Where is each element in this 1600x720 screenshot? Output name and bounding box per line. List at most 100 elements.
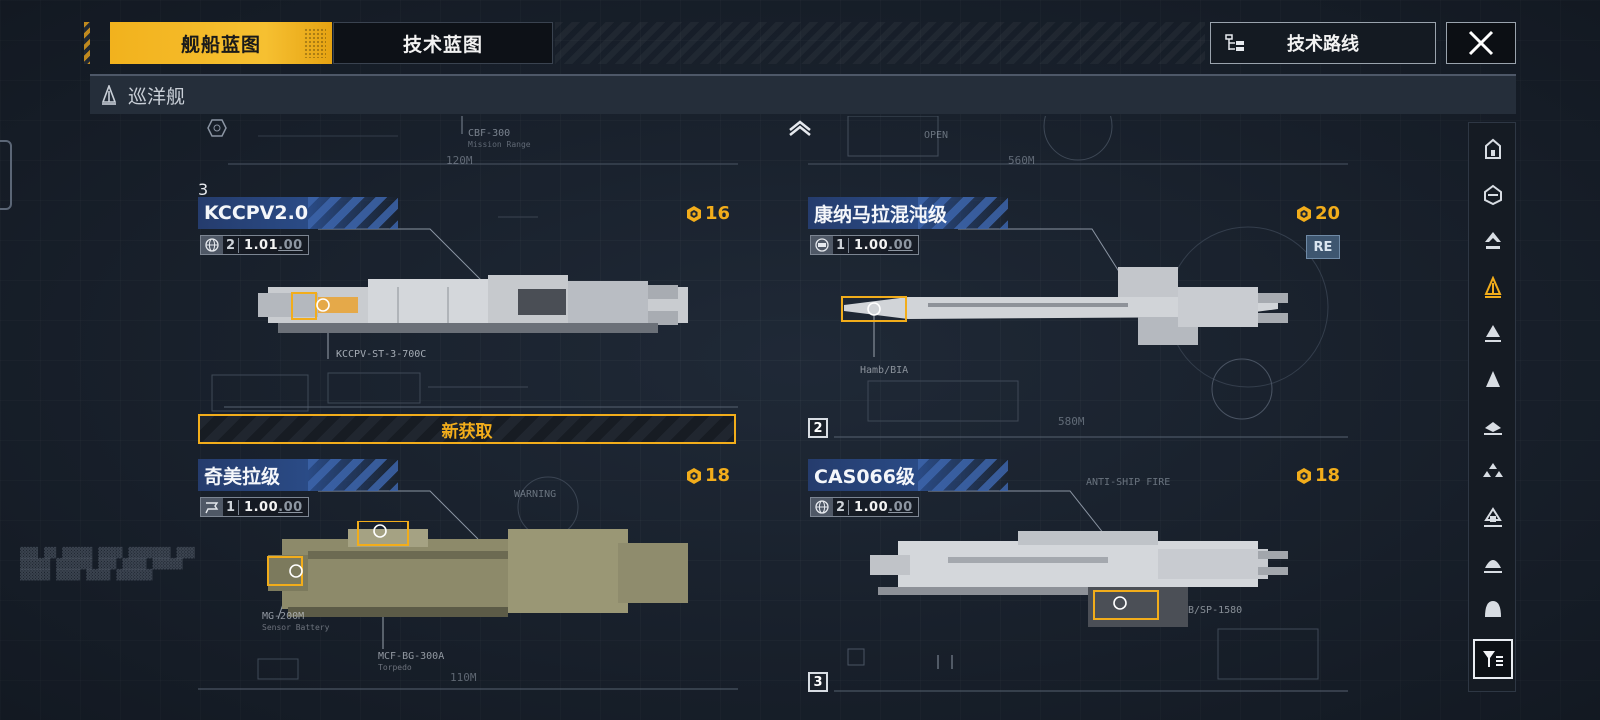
blueprint-chip-icon xyxy=(1296,467,1311,484)
ship-class-7-icon xyxy=(1484,422,1502,435)
ship-class-5-icon xyxy=(1485,325,1501,342)
ship-callout-b: MCF-BG-300A xyxy=(378,651,445,662)
ship-name-plate: 奇美拉级 xyxy=(198,459,398,491)
cruiser-icon xyxy=(1484,276,1502,298)
ship-cas066-model xyxy=(870,531,1288,627)
sidebar-item-class-7[interactable] xyxy=(1473,405,1513,445)
cruiser-icon xyxy=(101,85,117,105)
previous-ship-card-left[interactable]: CBF-300 Mission Range 120M 3 xyxy=(198,116,738,199)
ship-name-plate: KCCPV2.0 xyxy=(198,197,398,229)
sidebar-item-class-3[interactable] xyxy=(1473,221,1513,261)
ship-class-8-icon xyxy=(1483,463,1503,477)
previous-ship-callout-sub: Mission Range xyxy=(468,140,531,149)
ship-chimera-model xyxy=(267,521,688,617)
flag-icon xyxy=(201,498,223,516)
sidebar-item-class-5[interactable] xyxy=(1473,313,1513,353)
tech-route-label: 技术路线 xyxy=(1287,34,1359,55)
ship-cost-value: 18 xyxy=(1314,465,1340,486)
filter-button[interactable] xyxy=(1473,639,1513,679)
previous-ship-card-right[interactable]: OPEN 560M xyxy=(808,91,1348,176)
ship-bottom-tier-tag: 2 xyxy=(808,418,828,438)
category-label: 巡洋舰 xyxy=(128,85,186,108)
new-acquired-banner: 新获取 xyxy=(198,414,736,444)
ship-level-row: 2 1.01.00 xyxy=(200,235,309,255)
ship-callout: Hamb/BIA xyxy=(860,365,909,376)
ship-cost-value: 16 xyxy=(704,203,730,224)
blueprint-chip-icon xyxy=(686,205,701,222)
ship-card-kccpv[interactable]: KCCPV2.0 2 1.01.00 16 KCCPV-ST-3-700C xyxy=(198,197,738,442)
ship-version: 1.00.00 xyxy=(854,237,913,253)
category-bar: 巡洋舰 xyxy=(90,74,1516,114)
sidebar-item-class-11[interactable] xyxy=(1473,589,1513,629)
scroll-up-chevron-icon[interactable] xyxy=(788,120,812,136)
gear-globe-icon xyxy=(811,236,833,254)
ship-level-row: 1 1.00.00 xyxy=(200,497,309,517)
ship-connemara-model xyxy=(841,267,1288,345)
ship-callout-b-sub: Torpedo xyxy=(378,663,412,672)
filter-icon xyxy=(1483,651,1503,667)
ship-name: 康纳马拉混沌级 xyxy=(814,203,948,226)
ship-callout-a: MG-200M xyxy=(262,611,305,622)
sidebar-item-class-2[interactable] xyxy=(1473,175,1513,215)
ship-level-row: 2 1.00.00 xyxy=(810,497,919,517)
tech-tree-icon xyxy=(1225,34,1244,51)
ship-class-3-icon xyxy=(1485,232,1501,249)
sidebar-item-class-6[interactable] xyxy=(1473,359,1513,399)
ship-class-1-icon xyxy=(1485,138,1501,159)
topbar-decoration xyxy=(555,22,1205,64)
re-badge: RE xyxy=(1306,235,1340,259)
ship-version: 1.00.00 xyxy=(854,499,913,515)
ship-card-connemara[interactable]: 康纳马拉混沌级 1 1.00.00 20 RE Hamb/BIA 580M 2 xyxy=(808,197,1348,442)
sidebar-item-class-8[interactable] xyxy=(1473,451,1513,491)
sidebar-item-cruiser[interactable] xyxy=(1473,267,1513,307)
previous-ship-length: 120M xyxy=(446,154,473,167)
tech-route-button[interactable]: 技术路线 xyxy=(1210,22,1436,64)
globe-icon xyxy=(811,498,833,516)
ship-callout-b: B/SP-1580 xyxy=(1188,605,1243,616)
previous-ship-blueprint xyxy=(207,116,738,165)
ship-card-chimera[interactable]: 奇美拉级 1 1.00.00 18 WARNING MG-200M Sensor… xyxy=(198,459,738,704)
ship-class-6-icon xyxy=(1486,371,1500,387)
ship-kccpv-model xyxy=(258,275,688,333)
ship-cost: 18 xyxy=(1295,465,1340,486)
ship-callout-a-sub: Sensor Battery xyxy=(262,623,330,632)
ship-tier: 2 xyxy=(833,499,850,515)
ship-name-plate: 康纳马拉混沌级 xyxy=(808,197,1008,229)
ship-class-10-icon xyxy=(1484,560,1502,573)
ship-card-cas066[interactable]: CAS066级 2 1.00.00 18 ANTI-SHIP FIRE B/SP… xyxy=(808,459,1348,704)
blueprint-chip-icon xyxy=(1296,205,1311,222)
ship-name: CAS066级 xyxy=(814,465,915,488)
sidebar-item-class-1[interactable] xyxy=(1473,129,1513,169)
ship-class-11-icon xyxy=(1485,601,1501,617)
close-icon xyxy=(1468,30,1494,56)
tab-tech-blueprint[interactable]: 技术蓝图 xyxy=(333,22,553,64)
ship-version: 1.00.00 xyxy=(244,499,303,515)
topbar-hazard-stripe xyxy=(84,22,90,64)
ship-name: 奇美拉级 xyxy=(204,465,281,488)
ship-class-2-icon xyxy=(1484,184,1502,206)
ship-version: 1.01.00 xyxy=(244,237,303,253)
ship-callout-a: ANTI-SHIP FIRE xyxy=(1086,477,1171,488)
ship-name: KCCPV2.0 xyxy=(204,202,309,224)
ship-tier: 1 xyxy=(223,499,240,515)
ship-name-plate: CAS066级 xyxy=(808,459,1008,491)
globe-icon xyxy=(201,236,223,254)
ship-bottom-tier-tag: 3 xyxy=(808,672,828,692)
ship-class-9-icon xyxy=(1484,507,1502,527)
blueprint-chip-icon xyxy=(686,467,701,484)
ship-tier: 2 xyxy=(223,237,240,253)
ship-length: 580M xyxy=(1058,415,1085,428)
background-blueprint-text: ▓▓▓ ▓▓ ▓▓▓▓▓ ▓▓▓▓ ▓▓▓▓▓▓▓ ▓▓▓▓▓▓▓▓ ▓▓▓▓▓… xyxy=(20,548,195,581)
previous-ship-callout: CBF-300 xyxy=(468,128,511,139)
sidebar-item-class-10[interactable] xyxy=(1473,543,1513,583)
ship-tier: 1 xyxy=(833,237,850,253)
ship-cost: 18 xyxy=(685,465,730,486)
warning-label: WARNING xyxy=(514,489,557,500)
previous-ship-tier-tag: 3 xyxy=(198,180,209,199)
previous-ship-blueprint-right xyxy=(808,91,1348,165)
close-button[interactable] xyxy=(1446,22,1516,64)
left-edge-handle[interactable] xyxy=(0,140,12,210)
sidebar-item-class-9[interactable] xyxy=(1473,497,1513,537)
tab-ship-blueprint[interactable]: 舰船蓝图 xyxy=(110,22,332,64)
